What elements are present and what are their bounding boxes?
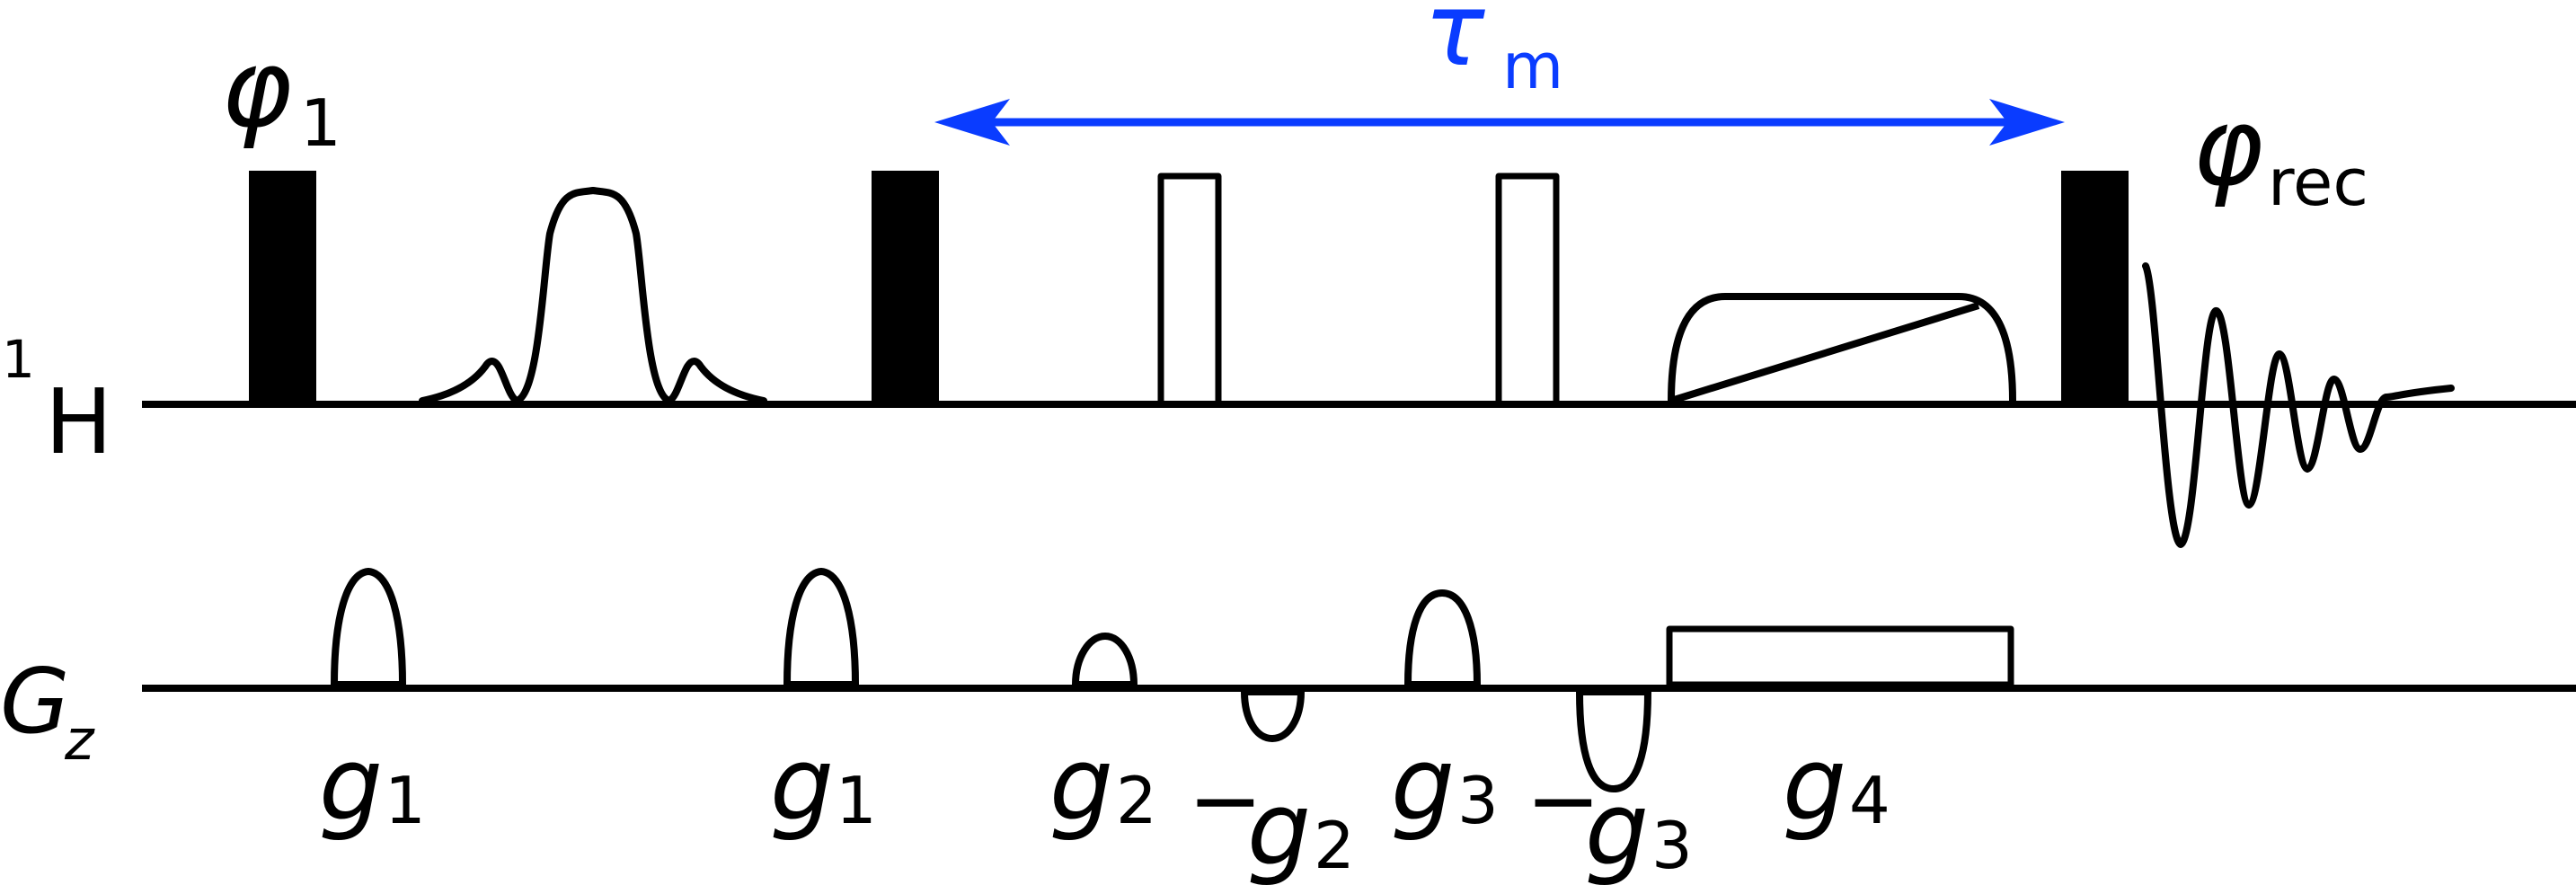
svg-text:g: g (1049, 727, 1113, 844)
phase-phi1-label: φ (221, 27, 292, 152)
svg-text:−: − (1188, 748, 1263, 853)
mixing-time-arrow (934, 99, 2065, 146)
gradient-pulse-g3 (1404, 589, 1481, 688)
proton-channel-superscript: 1 (2, 329, 35, 390)
mixing-time-subscript: m (1502, 30, 1563, 103)
gradient-pulse-g1-b (783, 568, 859, 688)
gradient-pulse-g1-a (331, 568, 406, 688)
rf-pulse-90-2 (872, 171, 939, 404)
svg-text:g: g (1585, 772, 1649, 885)
gradient-label-g1-a: g 1 (319, 727, 426, 844)
gradient-label-g1-b: g 1 (770, 727, 877, 844)
svg-text:g: g (1247, 772, 1311, 885)
svg-text:2: 2 (1116, 763, 1157, 838)
rf-pulse-180-2 (1495, 173, 1560, 408)
selective-shaped-pulse (419, 187, 767, 404)
adiabatic-chirp-pulse (1668, 293, 2016, 404)
rf-pulse-90-3 (2061, 171, 2129, 404)
svg-text:g: g (1783, 727, 1846, 844)
rf-pulse-180-1 (1157, 173, 1222, 408)
gradient-pulse-g4 (1666, 625, 2014, 688)
svg-text:3: 3 (1457, 763, 1499, 838)
gradient-label-g3: g 3 (1391, 727, 1499, 844)
svg-text:4: 4 (1849, 763, 1890, 838)
svg-text:3: 3 (1651, 808, 1693, 883)
gradient-channel-subscript: z (64, 707, 95, 773)
gradient-label-g4: g 4 (1783, 727, 1890, 844)
gradient-label-neg-g3: − g 3 (1526, 748, 1693, 885)
svg-text:2: 2 (1314, 808, 1355, 883)
gradient-label-g2: g 2 (1049, 727, 1157, 844)
fid-signal (2142, 262, 2455, 548)
mixing-time-label: τ (1424, 0, 1485, 89)
phase-phi-rec-subscript: rec (2268, 145, 2368, 220)
svg-text:g: g (770, 727, 834, 844)
phase-phi-rec-label: φ (2192, 85, 2263, 210)
gradient-pulse-g2 (1072, 633, 1138, 688)
svg-text:1: 1 (385, 763, 426, 838)
gradient-label-neg-g2: − g 2 (1188, 748, 1355, 885)
phase-phi1-subscript: 1 (300, 85, 341, 161)
svg-text:1: 1 (836, 763, 877, 838)
gradient-channel-label: G (0, 649, 70, 754)
gradient-pulse-neg-g3 (1576, 688, 1651, 792)
rf-pulse-90-1 (249, 171, 316, 404)
gradient-pulse-neg-g2 (1241, 688, 1305, 742)
svg-text:g: g (319, 727, 383, 844)
chirp-sweep-line (1669, 302, 1980, 404)
svg-text:g: g (1391, 727, 1455, 844)
proton-channel-label: H (45, 369, 112, 474)
svg-text:−: − (1526, 748, 1601, 853)
